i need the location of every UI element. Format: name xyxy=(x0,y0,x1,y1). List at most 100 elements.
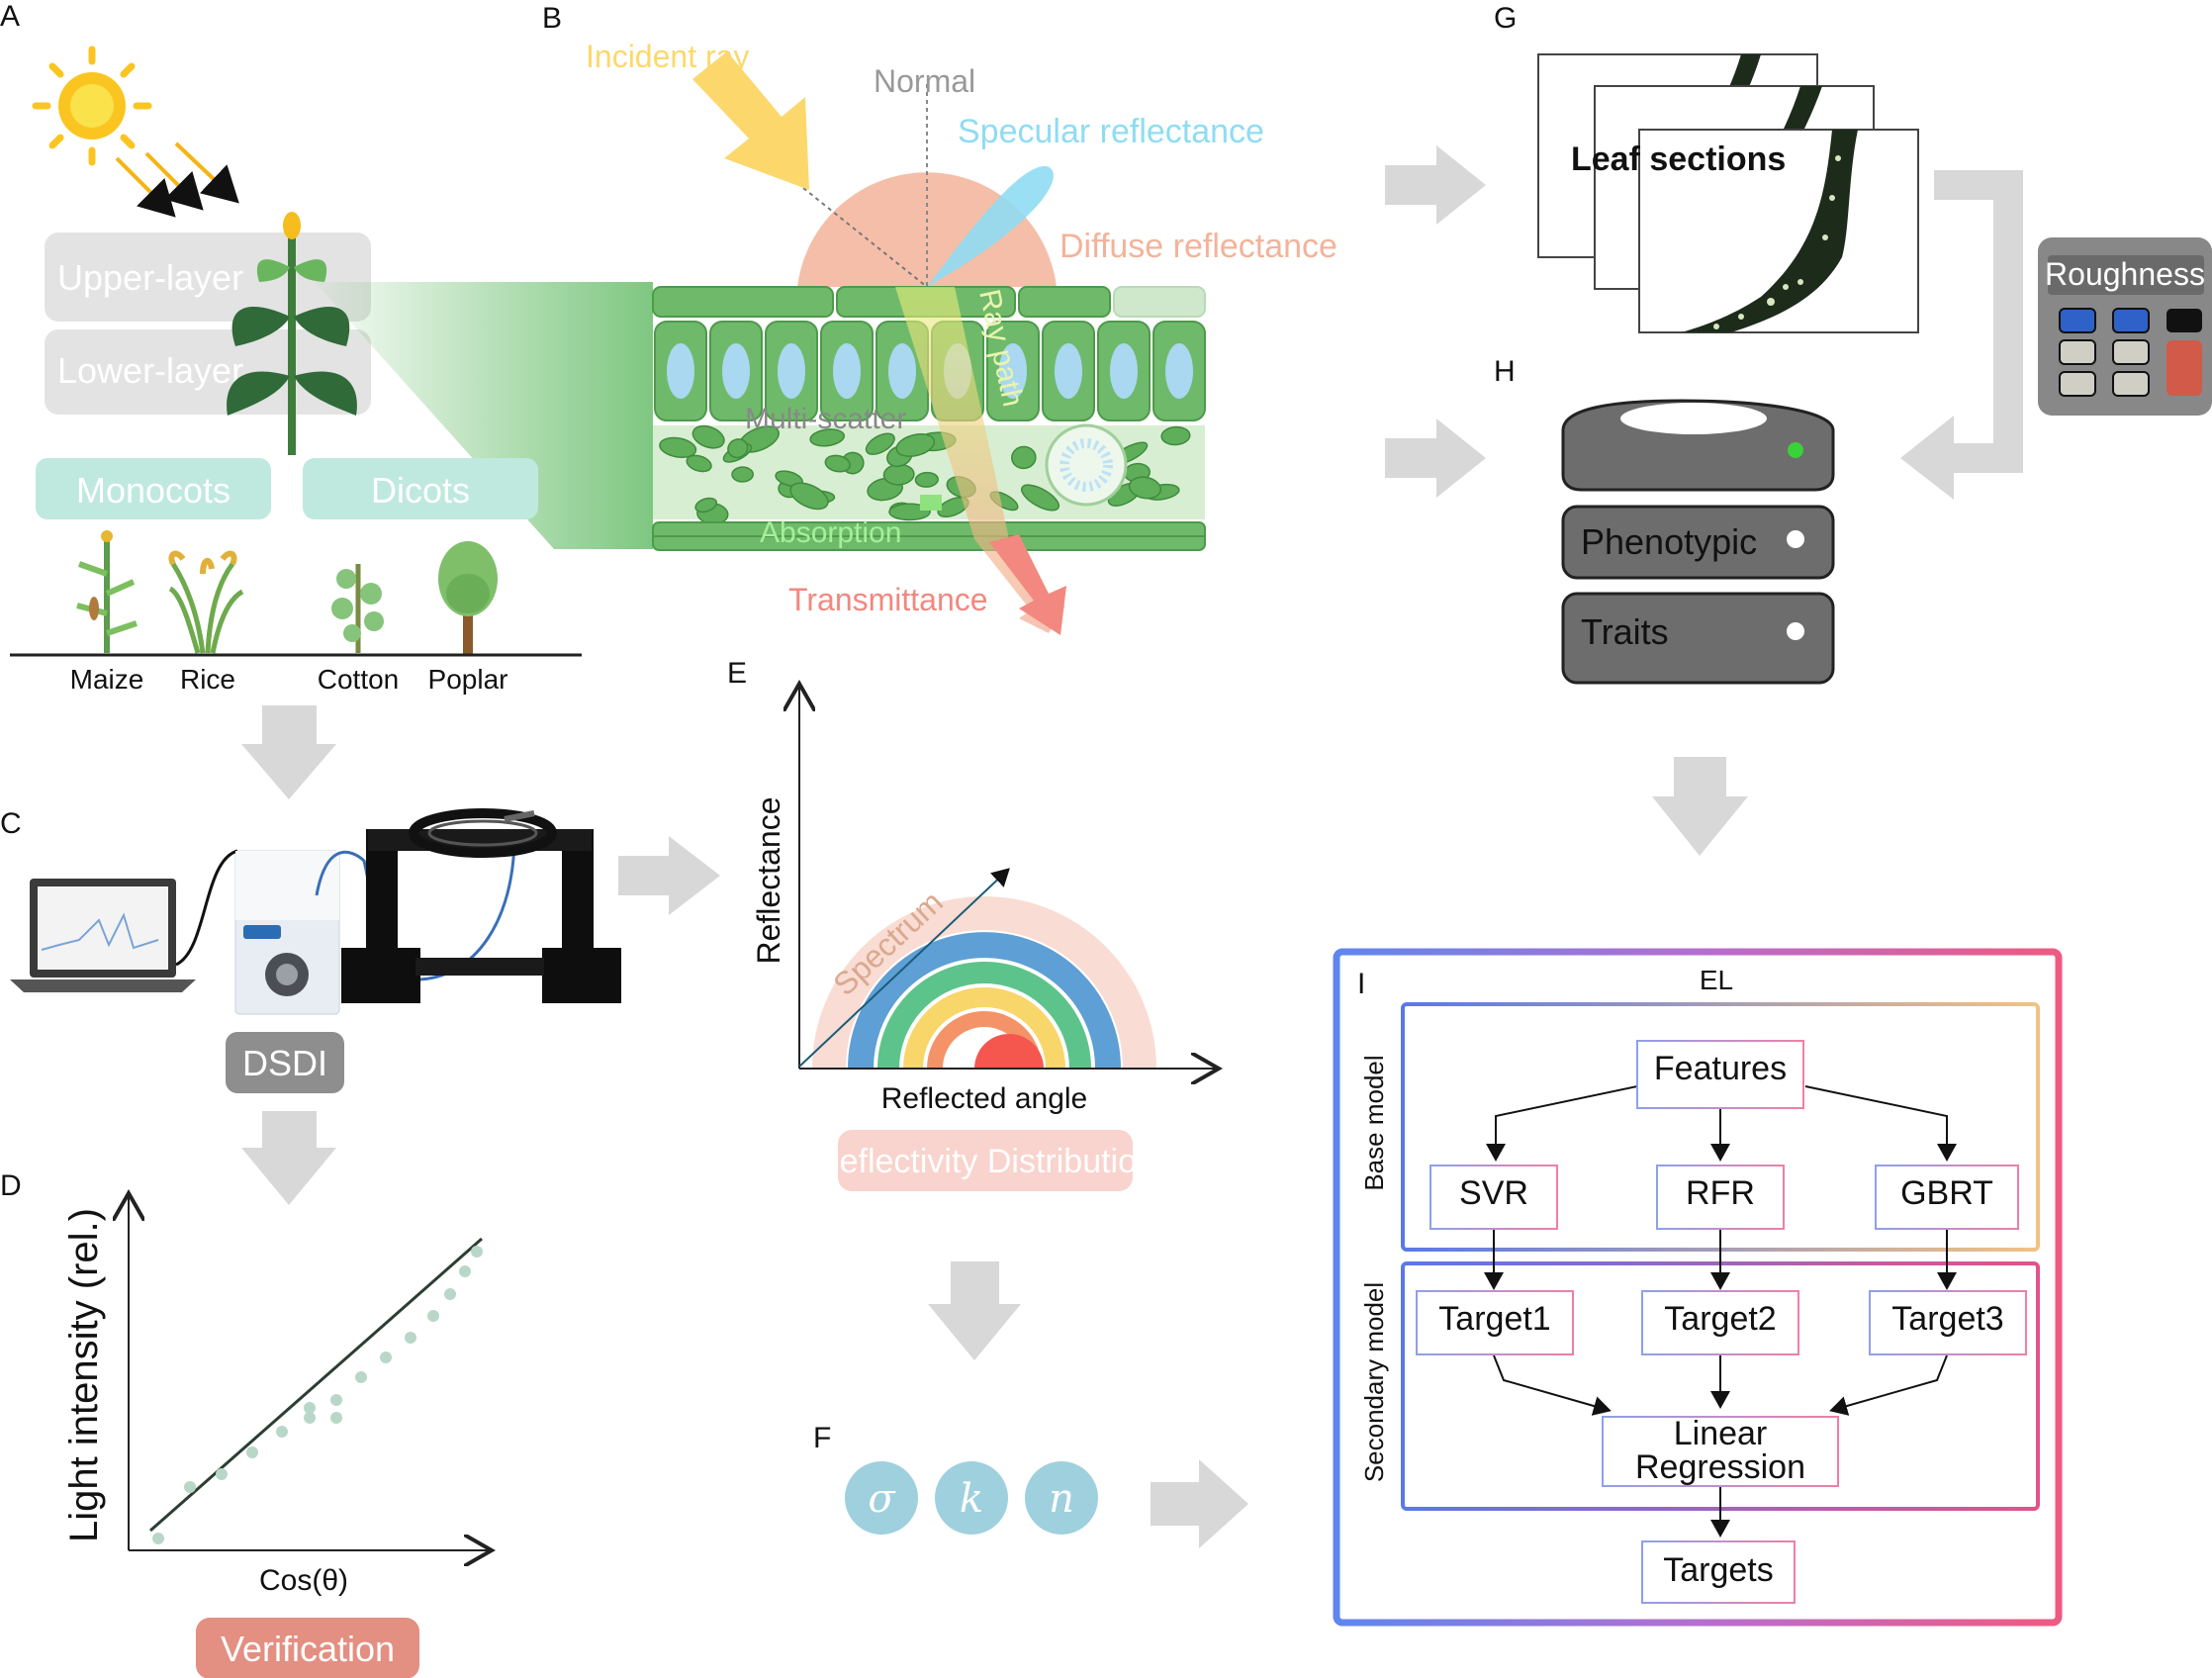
spongy-cell xyxy=(686,454,712,473)
panel-label-c: C xyxy=(0,807,22,840)
arrow-h-to-i xyxy=(1652,757,1748,856)
spongy-cell xyxy=(789,482,829,511)
incident-dotted xyxy=(802,187,928,288)
chart-d-point xyxy=(184,1481,196,1493)
features-label: Features xyxy=(1654,1050,1787,1087)
db-traits-label: Traits xyxy=(1581,611,1669,652)
chart-d-xlabel: Cos(θ) xyxy=(259,1564,348,1597)
targets-output-label: Targets xyxy=(1663,1551,1774,1589)
node-linear-regression xyxy=(1602,1416,1839,1487)
chart-d xyxy=(129,1195,490,1550)
monocots-badge xyxy=(36,458,271,519)
param-n-circle xyxy=(1025,1461,1098,1535)
chart-d-point xyxy=(444,1288,456,1300)
flow-nodes xyxy=(1416,1040,2027,1604)
dsdi-frame-icon xyxy=(341,808,621,1003)
target1-label: Target1 xyxy=(1438,1300,1550,1338)
rfr-label: RFR xyxy=(1686,1174,1755,1212)
roughness-label: Roughness xyxy=(2045,256,2205,292)
chart-d-fit-line xyxy=(149,1237,483,1533)
magnification-beam xyxy=(315,282,653,549)
verification-badge xyxy=(196,1618,419,1678)
reflectivity-label: Reflectivity Distribution xyxy=(815,1143,1155,1180)
cotton-icon xyxy=(331,564,384,653)
panel-label-d: D xyxy=(0,1169,22,1202)
leaf-section-images xyxy=(1537,53,1919,333)
diffuse-label: Diffuse reflectance xyxy=(1060,228,1337,265)
panel-label-a: A xyxy=(0,0,20,33)
spongy-cell xyxy=(1011,445,1037,470)
gbrt-label: GBRT xyxy=(1900,1174,1993,1212)
chart-d-points xyxy=(152,1246,483,1544)
spongy-cell xyxy=(824,454,851,473)
incident-arrow xyxy=(692,51,809,190)
absorption-label: Absorption xyxy=(760,516,901,549)
plant-icons xyxy=(76,530,498,655)
panel-label-i: I xyxy=(1357,968,1365,1000)
chart-d-ylabel: Light intensity (rel.) xyxy=(62,1208,106,1542)
node-features xyxy=(1636,1040,1804,1109)
ring-pink xyxy=(812,896,1156,1070)
regression-label: Regression xyxy=(1635,1448,1805,1486)
chart-d-point xyxy=(427,1310,439,1322)
chart-d-point xyxy=(246,1446,258,1458)
node-target1 xyxy=(1416,1290,1574,1355)
plant-label-cotton: Cotton xyxy=(318,664,400,695)
spongy-cell xyxy=(727,438,749,459)
chart-e-ylabel: Reflectance xyxy=(751,797,786,965)
svr-label: SVR xyxy=(1459,1174,1528,1212)
cell-vacuole xyxy=(1165,343,1193,399)
leaf-sections-label: Leaf sections xyxy=(1571,140,1786,178)
spongy-cell xyxy=(914,471,939,488)
arrow-c-to-d xyxy=(241,1111,336,1205)
node-rfr xyxy=(1656,1165,1785,1230)
arrow-a-to-c xyxy=(241,705,336,799)
spectrometer-icon xyxy=(234,850,340,1015)
node-svr xyxy=(1429,1165,1558,1230)
chart-d-point xyxy=(330,1394,342,1406)
cell-vacuole xyxy=(778,343,805,399)
cell-vacuole xyxy=(888,343,916,399)
plant-illustration xyxy=(227,212,357,455)
db-phenotypic-label: Phenotypic xyxy=(1581,521,1757,562)
ring-yellow xyxy=(903,987,1065,1070)
absorption-marker xyxy=(920,495,942,511)
dsdi-badge xyxy=(226,1032,344,1093)
el-label: EL xyxy=(1700,965,1733,995)
chart-d-point xyxy=(355,1371,367,1383)
target2-label: Target2 xyxy=(1664,1300,1776,1338)
spongy-cell xyxy=(691,424,725,449)
cell-vacuole xyxy=(999,343,1027,399)
maize-icon xyxy=(76,530,138,653)
upper-layer-label: Upper-layer xyxy=(57,257,243,298)
transmittance-arrow xyxy=(989,534,1066,635)
target3-label: Target3 xyxy=(1891,1300,2003,1338)
panel-label-b: B xyxy=(542,2,562,35)
ring-red-core xyxy=(974,1034,1044,1069)
flow-connectors xyxy=(1484,1085,1957,1538)
laptop-icon xyxy=(10,879,196,992)
multi-scatter-label: Multi-scatter xyxy=(745,403,906,435)
panel-label-g: G xyxy=(1494,2,1517,35)
specular-label: Specular reflectance xyxy=(958,113,1264,150)
chart-e xyxy=(799,686,1217,1069)
linear-label: Linear xyxy=(1674,1415,1768,1452)
ring-blue xyxy=(848,932,1121,1070)
poplar-icon xyxy=(438,541,498,655)
param-k-circle xyxy=(935,1461,1008,1535)
dicots-label: Dicots xyxy=(371,470,470,511)
node-target2 xyxy=(1641,1290,1799,1355)
chart-d-point xyxy=(152,1533,164,1544)
param-k: k xyxy=(960,1476,983,1522)
arrow-f-to-i xyxy=(1151,1459,1248,1548)
chart-d-point xyxy=(304,1402,316,1414)
param-sigma-circle xyxy=(845,1461,918,1535)
cable-1 xyxy=(175,849,238,967)
spongy-cell xyxy=(1128,476,1162,500)
spongy-cell xyxy=(809,428,846,447)
node-target3 xyxy=(1869,1290,2027,1355)
plant-label-poplar: Poplar xyxy=(428,664,508,695)
param-sigma: σ xyxy=(868,1476,896,1522)
ring-green xyxy=(877,962,1091,1070)
